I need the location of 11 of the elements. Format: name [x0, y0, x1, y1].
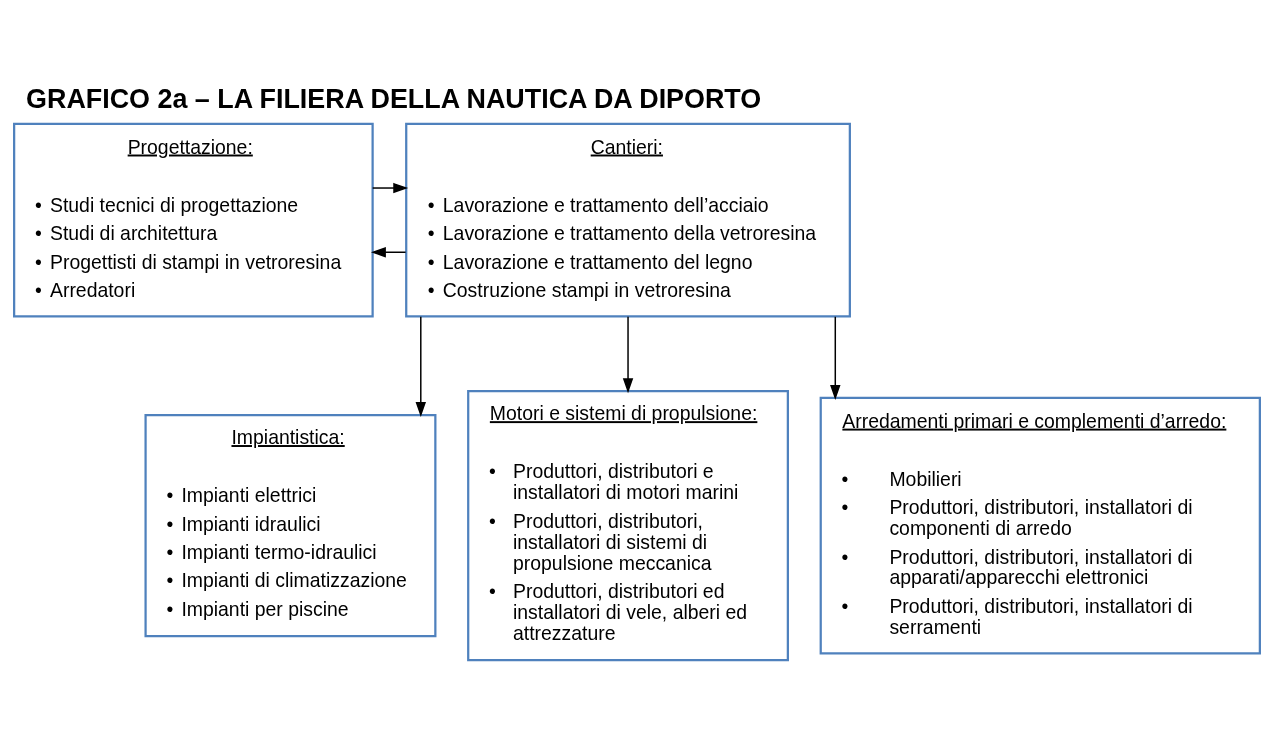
arrow — [622, 316, 634, 394]
node-box: Cantieri: • Lavorazione e trattamento dell’acciaio • Lavorazione e trattamento della vetroresina • Lavorazione e trattamento del legno • Costruzione stampi in vetroresina — [405, 122, 851, 318]
arrow — [370, 247, 407, 258]
node-box: Impiantistica: • Impianti elettrici • Impianti idraulici • Impianti termo-idraulici • Impianti di climatizzazione • Impianti per piscine — [144, 413, 437, 638]
node-box: Arredamenti primari e complementi d’arredo: • Mobilieri • Produttori, distributori, installatori di componenti di arredo • Produttori, distributori, installatori di apparati/apparecchi elettronici • Produttori, distributori, installatori di serramenti — [819, 396, 1261, 655]
arrow — [371, 182, 409, 194]
node-box: Motori e sistemi di propulsione: • Produttori, distributori e installatori di motori marini • Produttori, distributori, installatori di sistemi di propulsione meccanica • Produttori, distributori ed installatori di vele, alberi ed attrezzature — [467, 390, 789, 662]
arrow — [830, 316, 841, 400]
diagram-title: GRAFICO 2a – LA FILIERA DELLA NAUTICA DA DIPORTO — [26, 83, 762, 114]
node-box: Progettazione: • Studi tecnici di progettazione • Studi di architettura • Progettisti di stampi in vetroresina • Arredatori — [13, 122, 374, 318]
arrow — [415, 316, 427, 417]
